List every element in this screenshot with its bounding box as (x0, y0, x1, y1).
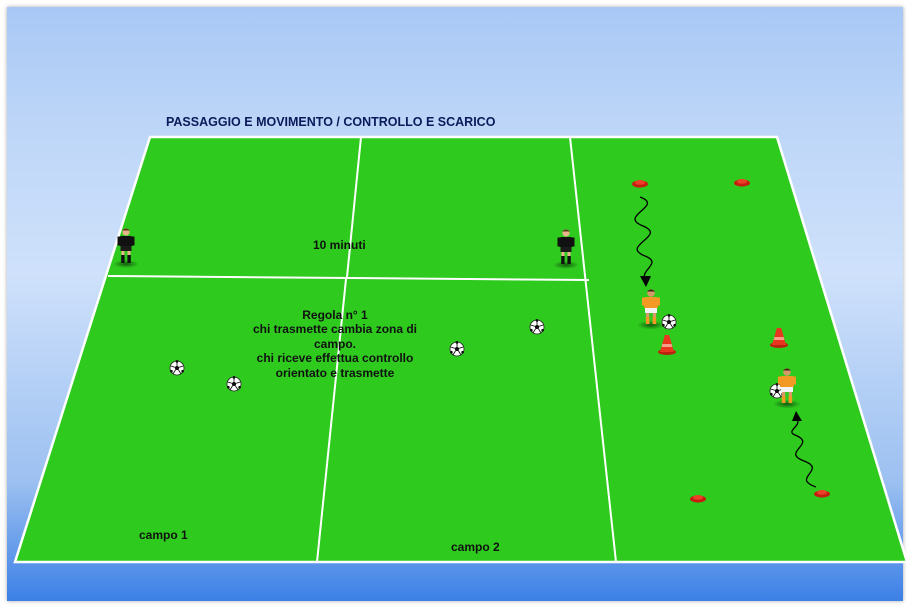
rule-line: chi riceve effettua controllo (220, 351, 450, 365)
zone-label-campo-2: campo 2 (451, 540, 500, 554)
rule-line: chi trasmette cambia zona di (220, 322, 450, 336)
zone-label-campo-1: campo 1 (139, 528, 188, 542)
rule-line: campo. (220, 337, 450, 351)
duration-label: 10 minuti (313, 238, 366, 252)
rule-heading: Regola n° 1 (220, 308, 450, 322)
rule-text: Regola n° 1 chi trasmette cambia zona di… (220, 308, 450, 380)
diagram-title: PASSAGGIO E MOVIMENTO / CONTROLLO E SCAR… (166, 115, 495, 129)
rule-line: orientato e trasmette (220, 366, 450, 380)
